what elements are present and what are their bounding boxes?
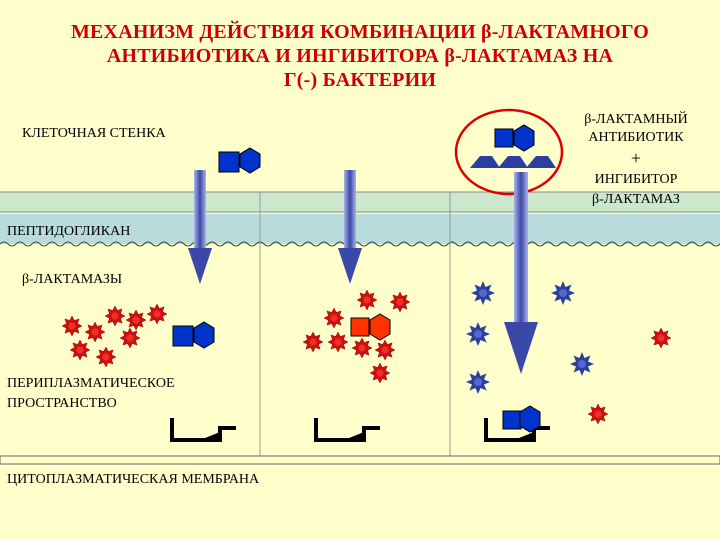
pbp-receptor-1 xyxy=(170,418,236,442)
beta-lactamase-enzyme xyxy=(389,291,411,313)
title-line-3: Г(-) БАКТЕРИИ xyxy=(283,69,437,91)
antibiotic-bound-to-target xyxy=(502,405,541,433)
beta-lactamase-enzyme xyxy=(119,327,141,349)
hydrolyzed-antibiotic-molecule xyxy=(350,313,391,341)
beta-lactamase-enzyme xyxy=(84,321,106,343)
beta-lactamase-enzyme xyxy=(104,305,126,327)
inhibitor-molecule xyxy=(498,156,528,168)
beta-lactamase-enzyme xyxy=(302,331,324,353)
antibiotic-molecule-outside-1 xyxy=(218,147,261,174)
antibiotic-molecule-outside-3 xyxy=(494,124,535,152)
pbp-receptor-2 xyxy=(314,418,380,442)
inhibitor-molecule xyxy=(526,156,556,168)
periplasm-label-line-1: ПЕРИПЛАЗМАТИЧЕСКОЕ xyxy=(7,376,175,391)
antibiotic-label-line-2: АНТИБИОТИК xyxy=(588,130,684,145)
title-line-2: АНТИБИОТИКА И ИНГИБИТОРА β-ЛАКТАМАЗ НА xyxy=(106,45,614,67)
arrow-down-panel-1 xyxy=(188,170,212,284)
beta-lactamase-enzyme xyxy=(356,289,378,311)
inhibited-beta-lactamase xyxy=(471,281,495,305)
beta-lactamase-enzyme xyxy=(125,309,147,331)
title-line-1: МЕХАНИЗМ ДЕЙСТВИЯ КОМБИНАЦИИ β-ЛАКТАМНОГ… xyxy=(70,21,650,43)
beta-lactamase-enzyme xyxy=(95,346,117,368)
inhibited-beta-lactamase xyxy=(570,352,594,376)
beta-lactamase-enzyme xyxy=(369,362,391,384)
cell-wall-label: КЛЕТОЧНАЯ СТЕНКА xyxy=(22,126,166,141)
peptidoglycan-wavy-line xyxy=(0,241,720,247)
beta-lactamase-enzyme xyxy=(146,303,168,325)
beta-lactamase-enzyme xyxy=(61,315,83,337)
beta-lactamase-enzyme xyxy=(69,339,91,361)
arrow-down-panel-3 xyxy=(504,172,538,374)
beta-lactamase-enzyme xyxy=(374,339,396,361)
beta-lactamase-enzyme xyxy=(650,327,672,349)
peptidoglycan-label: ПЕПТИДОГЛИКАН xyxy=(7,224,131,239)
diagram-title: МЕХАНИЗМ ДЕЙСТВИЯ КОМБИНАЦИИ β-ЛАКТАМНОГ… xyxy=(0,20,720,92)
arrow-down-panel-2 xyxy=(338,170,362,284)
antibiotic-label-line-1: β-ЛАКТАМНЫЙ xyxy=(584,112,688,127)
inhibitor-molecules xyxy=(470,156,556,168)
inhibited-beta-lactamase xyxy=(466,322,490,346)
inhibited-beta-lactamase xyxy=(466,370,490,394)
antibiotic-molecule-periplasm-1 xyxy=(172,321,215,349)
beta-lactamase-enzyme xyxy=(327,331,349,353)
peptidoglycan-band xyxy=(0,214,720,244)
cytoplasmic-membrane xyxy=(0,455,720,465)
outer-membrane-band xyxy=(0,192,720,212)
pbp-receptor-3 xyxy=(484,418,550,442)
beta-lactamase-enzyme xyxy=(587,403,609,425)
beta-lactamases-label: β-ЛАКТАМАЗЫ xyxy=(22,272,123,287)
cytoplasmic-membrane-label: ЦИТОПЛАЗМАТИЧЕСКАЯ МЕМБРАНА xyxy=(7,472,260,487)
beta-lactamase-enzyme-cluster-1 xyxy=(61,303,168,368)
periplasm-label-line-2: ПРОСТРАНСТВО xyxy=(7,396,117,411)
beta-lactamase-enzyme xyxy=(323,307,345,329)
inhibitor-label-line-2: β-ЛАКТАМАЗ xyxy=(592,192,680,207)
inhibitor-molecule xyxy=(470,156,500,168)
combination-highlight-circle xyxy=(454,108,564,196)
inhibitor-label-line-1: ИНГИБИТОР xyxy=(594,172,678,187)
beta-lactamase-enzyme xyxy=(351,337,373,359)
plus-sign: + xyxy=(630,148,642,168)
inhibited-beta-lactamase xyxy=(551,281,575,305)
